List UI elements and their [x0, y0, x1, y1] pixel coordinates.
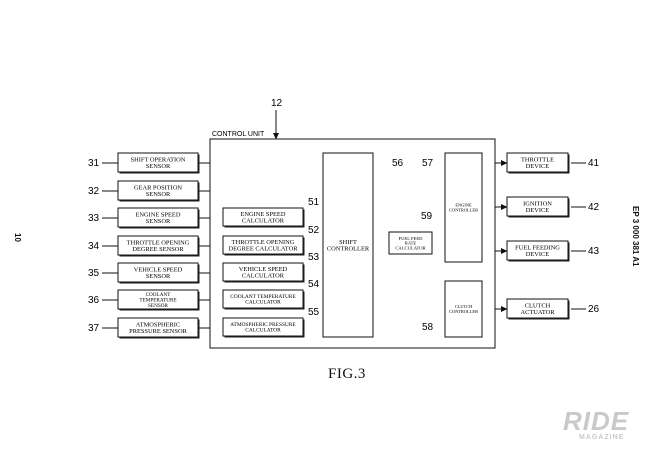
sensor-box-34 [117, 235, 199, 256]
output-ref-42: 42 [588, 202, 600, 213]
calculator-label-54-line: CALCULATOR [245, 300, 281, 306]
sensor-label-31-line: SHIFT OPERATION [131, 156, 186, 163]
engine-controller-label-line: ENGINE [455, 203, 472, 208]
sensor-label-32-line: GEAR POSITION [134, 184, 182, 191]
clutch-controller-ref: 58 [422, 322, 434, 333]
calculator-label-52-line: DEGREE CALCULATOR [229, 246, 299, 253]
sensor-ref-31: 31 [88, 158, 100, 169]
sensor-label-36-line: COOLANT [146, 292, 172, 298]
figure-label: FIG.3 [328, 366, 366, 382]
sensor-ref-36: 36 [88, 295, 100, 306]
sensor-label-36-line: TEMPERATURE [139, 297, 176, 303]
calculator-box-53 [222, 262, 304, 282]
sensor-label-33-line: SENSOR [146, 218, 171, 225]
output-ref-41: 41 [588, 158, 600, 169]
output-label-41-line: DEVICE [526, 163, 550, 170]
sensor-ref-35: 35 [88, 268, 100, 279]
output-box-41 [506, 152, 569, 173]
fuel-calculator-label-line: FUEL FEED [399, 236, 424, 241]
output-box-42 [506, 196, 569, 217]
output-box-43 [506, 240, 569, 261]
calculator-label-54-line: COOLANT TEMPERATURE [230, 294, 296, 300]
sensor-label-37-line: ATMOSPHERIC [136, 321, 180, 328]
calculator-ref-54: 54 [308, 279, 320, 290]
calculator-label-55-line: ATMOSPHERIC PRESSURE [230, 322, 296, 328]
sensor-box-35 [117, 262, 199, 283]
calculator-label-53-line: CALCULATOR [242, 273, 285, 280]
calculator-label-53-line: VEHICLE SPEED [239, 266, 288, 273]
output-label-26-line: ACTUATOR [521, 309, 556, 316]
engine-controller-label-line: CONTROLLER [449, 207, 478, 212]
fuel-calculator-box [388, 231, 433, 255]
sensor-label-33-line: ENGINE SPEED [136, 211, 181, 218]
sensor-box-32 [117, 180, 199, 201]
shift-controller-ref: 56 [392, 158, 404, 169]
sensor-label-31-line: SENSOR [146, 163, 171, 170]
calculator-box-52 [222, 235, 304, 255]
calculator-ref-52: 52 [308, 225, 320, 236]
calculator-label-51-line: ENGINE SPEED [241, 211, 286, 218]
output-label-41-line: THROTTLE [521, 156, 554, 163]
output-ref-43: 43 [588, 246, 600, 257]
sensor-label-34-line: DEGREE SENSOR [132, 246, 184, 253]
output-box-26 [506, 298, 569, 319]
calculator-label-55-line: CALCULATOR [245, 328, 281, 334]
sensor-label-35-line: VEHICLE SPEED [134, 266, 183, 273]
sensor-ref-32: 32 [88, 186, 100, 197]
fuel-calculator-label-line: RATE [405, 241, 417, 246]
patent-number: EP 3 000 381 A1 [631, 206, 640, 267]
sensor-ref-37: 37 [88, 323, 100, 334]
calculator-ref-53: 53 [308, 252, 320, 263]
sensor-label-36-line: SENSOR [148, 303, 168, 309]
fuel-calculator-label-line: CALCULATOR [395, 245, 426, 250]
output-ref-26: 26 [588, 304, 600, 315]
shift-controller-label-line: SHIFT [339, 239, 357, 246]
output-label-42-line: IGNITION [523, 200, 552, 207]
clutch-controller-box [444, 280, 483, 338]
clutch-controller-label-line: CLUTCH [455, 304, 473, 309]
sensor-label-32-line: SENSOR [146, 191, 171, 198]
calculator-label-52-line: THROTTLE OPENING [232, 239, 295, 246]
calculator-ref-51: 51 [308, 197, 320, 208]
sensor-label-35-line: SENSOR [146, 273, 171, 280]
output-label-43-line: FUEL FEEDING [515, 244, 560, 251]
watermark-brand: RIDE [563, 406, 630, 436]
sensor-box-37 [117, 317, 199, 338]
sensor-box-31 [117, 152, 199, 173]
engine-controller-ref: 57 [422, 158, 434, 169]
control-unit-ref: 12 [271, 98, 283, 109]
calculator-box-51 [222, 207, 304, 227]
sensor-label-37-line: PRESSURE SENSOR [129, 328, 187, 335]
sensor-box-33 [117, 207, 199, 228]
control-unit-label: CONTROL UNIT [212, 131, 265, 138]
calculator-ref-55: 55 [308, 307, 320, 318]
page-number: 10 [13, 233, 22, 242]
calculator-box-55 [222, 317, 304, 337]
shift-controller-box [322, 152, 374, 338]
output-label-43-line: DEVICE [526, 251, 550, 258]
output-label-42-line: DEVICE [526, 207, 550, 214]
engine-controller-box [444, 152, 483, 263]
fuel-calculator-ref: 59 [421, 211, 433, 222]
shift-controller-label-line: CONTROLLER [327, 246, 370, 253]
watermark-sub: MAGAZINE [579, 434, 625, 441]
sensor-box-36 [117, 289, 199, 310]
clutch-controller-label-line: CONTROLLER [449, 309, 478, 314]
watermark-logo: RIDE MAGAZINE [563, 408, 629, 441]
calculator-label-51-line: CALCULATOR [242, 218, 285, 225]
calculator-box-54 [222, 289, 304, 309]
sensor-label-34-line: THROTTLE OPENING [127, 239, 190, 246]
output-label-26-line: CLUTCH [525, 302, 551, 309]
sensor-ref-33: 33 [88, 213, 100, 224]
sensor-ref-34: 34 [88, 241, 100, 252]
